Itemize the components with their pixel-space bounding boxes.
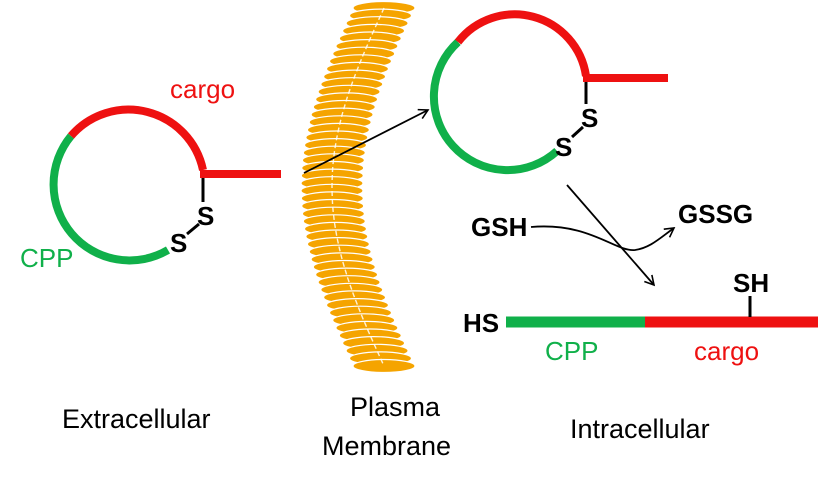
linear-product: HS SH CPP cargo [463, 268, 818, 366]
hs-label: HS [463, 308, 499, 338]
left-sulfur-upper: S [197, 201, 214, 231]
right-disulfide-bond [570, 125, 585, 139]
left-cyclic-conjugate: S S cargo CPP [20, 74, 281, 273]
right-cargo-arc [454, 10, 590, 77]
gsh-to-gssg-arrow [530, 225, 676, 251]
linear-cargo-label: cargo [694, 336, 759, 366]
left-disulfide-bond [186, 222, 200, 236]
right-cpp-arc [429, 39, 560, 175]
reduction-arrow [566, 184, 656, 287]
right-sulfur-lower: S [555, 132, 572, 162]
membrane-crossing-arrow [303, 108, 430, 174]
left-sulfur-lower: S [170, 228, 187, 258]
right-sulfur-upper: S [581, 103, 598, 133]
membrane-core-line [331, 7, 385, 367]
plasma-membrane [300, 0, 416, 374]
left-cpp-label: CPP [20, 243, 73, 273]
extracellular-label: Extracellular [62, 404, 211, 434]
intracellular-label: Intracellular [570, 414, 710, 444]
plasma-label: Plasma [350, 392, 441, 422]
sh-label: SH [733, 268, 769, 298]
left-cpp-arc [49, 133, 171, 265]
left-cargo-label: cargo [170, 74, 235, 104]
membrane-label: Membrane [322, 431, 451, 461]
gsh-label: GSH [471, 212, 527, 242]
linear-cpp-label: CPP [545, 336, 598, 366]
left-cargo-arc [67, 105, 207, 171]
gssg-label: GSSG [678, 199, 753, 229]
right-cyclic-conjugate: S S [429, 10, 668, 175]
membrane-lipid [352, 358, 416, 374]
